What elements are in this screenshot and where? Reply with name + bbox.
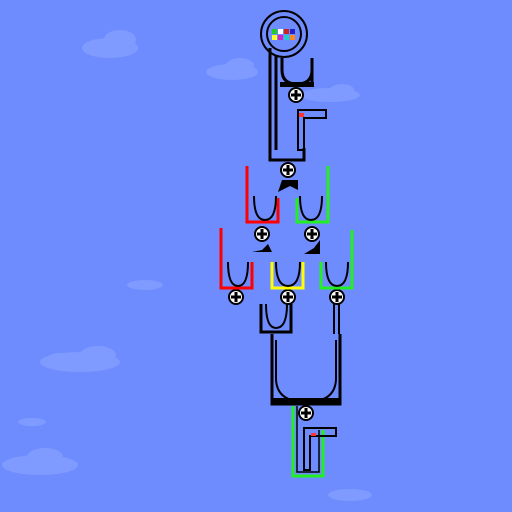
hopper-ball	[290, 29, 295, 34]
cup-red-upper	[245, 166, 280, 224]
hopper-balls	[272, 29, 295, 40]
cross-valve-icon[interactable]	[280, 162, 296, 178]
background-clouds	[2, 30, 372, 501]
cross-valve-icon[interactable]	[254, 226, 270, 242]
cup-green-lower	[319, 230, 354, 290]
valves	[228, 87, 345, 421]
cross-valve-icon[interactable]	[228, 289, 244, 305]
cup-red-lower	[219, 228, 254, 290]
cloud	[328, 489, 372, 501]
cloud	[40, 346, 120, 372]
cup-green-upper	[295, 166, 330, 224]
cross-valve-icon[interactable]	[304, 226, 320, 242]
ball-hopper-icon[interactable]	[260, 10, 308, 58]
cloud	[18, 418, 46, 426]
flag-icon	[303, 427, 337, 471]
cloud	[206, 58, 258, 80]
cloud	[300, 84, 360, 102]
collector-funnel	[259, 303, 342, 406]
cross-valve-icon[interactable]	[288, 87, 304, 103]
collector-box	[291, 406, 325, 478]
cross-valve-icon[interactable]	[329, 289, 345, 305]
cloud	[2, 448, 78, 475]
switch-ramp-icon[interactable]	[278, 180, 298, 192]
cloud	[82, 30, 138, 58]
cross-valve-icon[interactable]	[280, 289, 296, 305]
upper-switch[interactable]	[278, 180, 298, 192]
chute-shelf	[280, 82, 314, 87]
main-chute	[268, 48, 314, 162]
hopper-ball	[272, 35, 277, 40]
cup-yellow-lower	[270, 261, 305, 290]
flag-icon	[297, 109, 327, 151]
hopper-ball	[278, 29, 283, 34]
hopper-ball	[284, 29, 289, 34]
hopper-ball	[284, 35, 289, 40]
cloud	[127, 280, 163, 290]
switch-ramp-icon[interactable]	[304, 240, 320, 254]
funnel-base	[272, 398, 340, 405]
hopper-ball	[278, 35, 283, 40]
switch-ramp-icon[interactable]	[252, 244, 272, 252]
cross-valve-icon[interactable]	[298, 405, 314, 421]
hopper-ball	[272, 29, 277, 34]
hopper-ball	[290, 35, 295, 40]
